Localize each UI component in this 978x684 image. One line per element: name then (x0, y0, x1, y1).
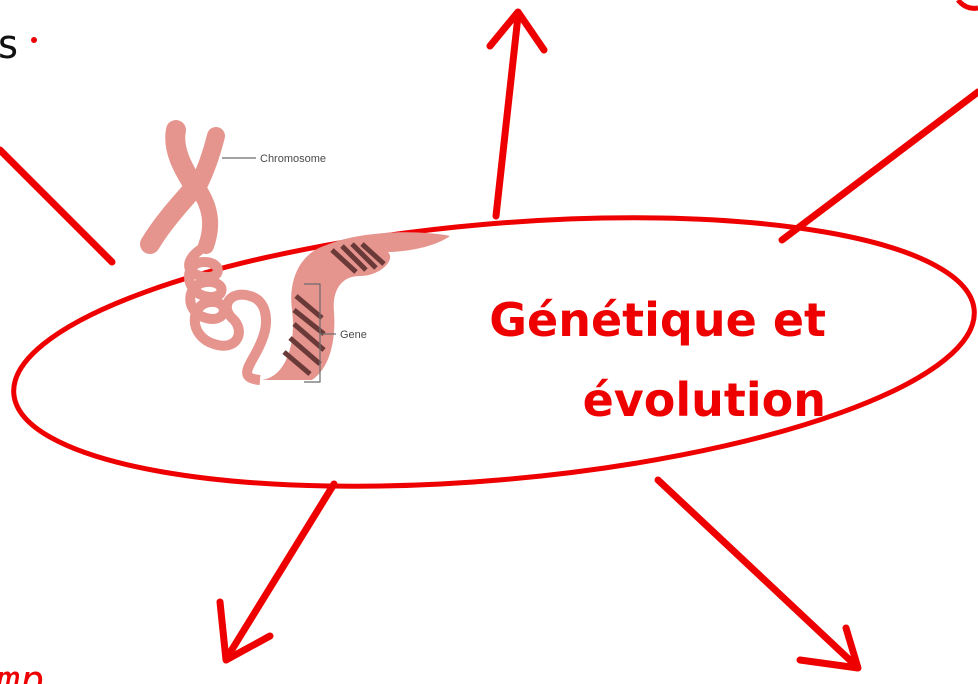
branch-left (0, 150, 112, 262)
chromosome-illustration: Chromosome Gene (150, 130, 450, 382)
chromosome-label: Chromosome (260, 153, 326, 165)
central-topic-line1: Génétique et (489, 293, 826, 347)
branch-bottom-right (658, 480, 854, 664)
branch-right (782, 92, 978, 240)
chromosome-arm-right-bottom (198, 188, 210, 246)
branch-top (496, 16, 518, 216)
chromosome-arm-left-top (175, 130, 194, 186)
fragment-top-right-arc (958, 0, 978, 8)
chromosome-arm-left-bottom (150, 188, 194, 244)
fragment-top-left: s (0, 22, 20, 68)
gene-label: Gene (340, 329, 367, 341)
chromosome-arm-right-top (198, 136, 216, 186)
red-dot (31, 37, 37, 43)
fragment-bottom-left: mp (0, 658, 44, 684)
central-topic-line2: évolution (583, 373, 826, 427)
branch-bottom-left (228, 484, 334, 656)
